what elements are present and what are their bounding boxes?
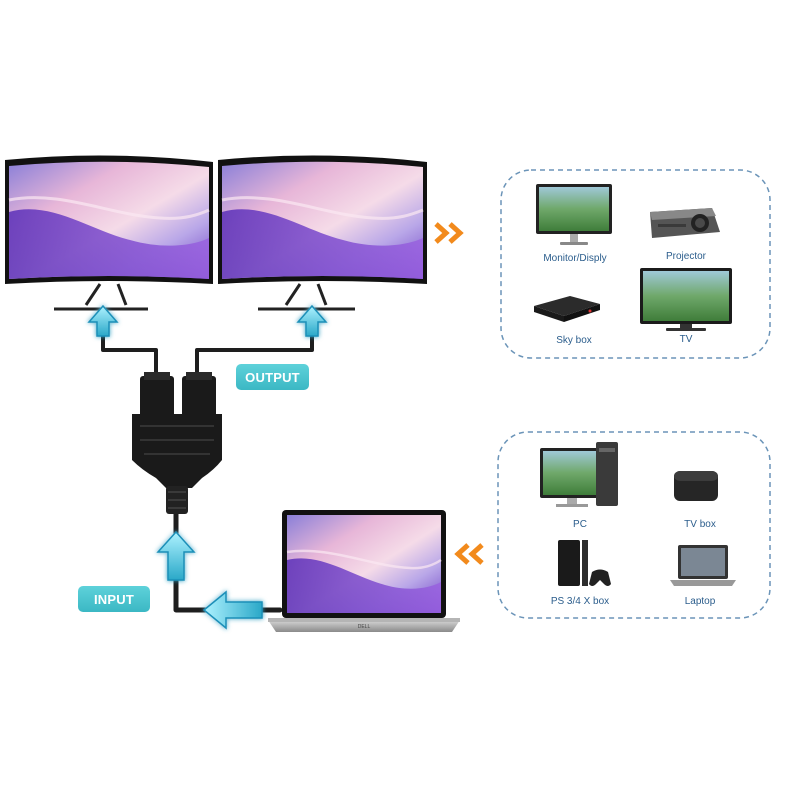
hdmi-splitter xyxy=(132,372,222,514)
pc-icon xyxy=(540,442,618,507)
input-label: INPUT xyxy=(78,586,150,612)
input-device-label-tv-box: TV box xyxy=(684,519,716,530)
arrow-left-input xyxy=(202,590,263,630)
arrow-up-left-monitor xyxy=(87,304,119,337)
input-laptop xyxy=(268,510,460,632)
output-devices-panel xyxy=(500,169,771,359)
output-device-label-projector: Projector xyxy=(665,251,706,262)
output-monitor-left xyxy=(5,155,213,311)
output-monitor-right xyxy=(218,155,427,311)
arrow-up-input xyxy=(156,530,196,581)
input-device-label-laptop: Laptop xyxy=(684,596,716,607)
chevron-right-icon xyxy=(434,222,464,244)
output-label: OUTPUT xyxy=(236,364,309,390)
projector-icon xyxy=(650,208,720,238)
tv-icon xyxy=(640,268,732,331)
input-cable xyxy=(173,507,283,613)
arrow-up-right-monitor xyxy=(296,304,328,337)
output-device-label-sky-box: Sky box xyxy=(556,335,592,346)
chevron-left-icon xyxy=(454,543,484,565)
input-device-label-pc: PC xyxy=(573,519,587,530)
monitor-icon xyxy=(536,184,612,245)
output-device-label-monitor: Monitor/Disply xyxy=(543,253,607,264)
tv-box-icon xyxy=(674,471,718,501)
sky-box-icon xyxy=(534,296,600,322)
laptop-icon xyxy=(670,545,736,586)
input-device-label-game-console: PS 3/4 X box xyxy=(550,596,610,607)
laptop-brand-logo: DELL xyxy=(358,624,371,630)
output-device-label-tv: TV xyxy=(679,334,693,345)
game-console-icon xyxy=(558,540,611,586)
